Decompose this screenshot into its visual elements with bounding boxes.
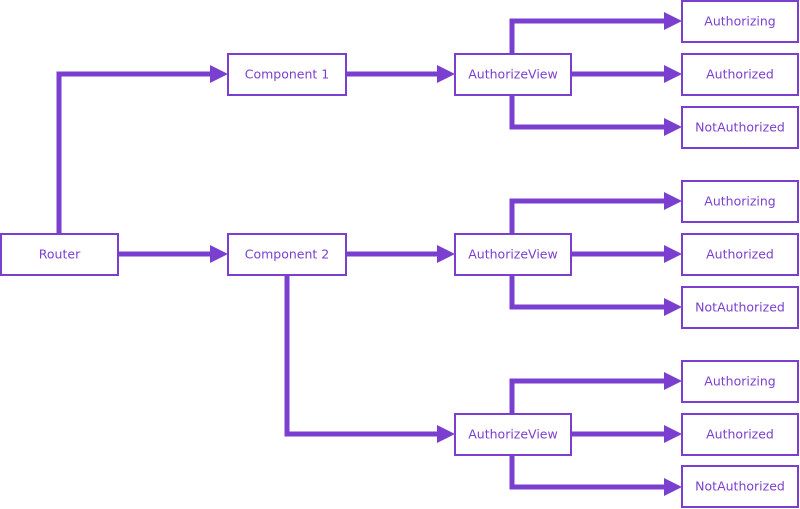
connector-router-to-component-1 — [56, 71, 212, 234]
connector-authorizeview-1-to-notauthorized — [509, 94, 666, 130]
node-authorizing-1: Authorizing — [681, 0, 799, 43]
node-router: Router — [0, 233, 119, 276]
node-component-2-label: Component 2 — [245, 247, 330, 262]
connectors — [56, 12, 682, 496]
arrow-head-icon — [664, 12, 682, 30]
arrow-head-icon — [664, 425, 682, 443]
node-authorized-1: Authorized — [681, 53, 799, 96]
node-authorizeview-1: AuthorizeView — [454, 53, 572, 96]
node-authorizing-1-label: Authorizing — [704, 14, 775, 29]
node-notauthorized-1: NotAuthorized — [681, 106, 799, 149]
node-authorized-2-label: Authorized — [706, 247, 774, 262]
node-authorizeview-1-label: AuthorizeView — [468, 67, 557, 82]
node-authorized-3-label: Authorized — [706, 427, 774, 442]
arrow-head-icon — [664, 478, 682, 496]
connector-component-2-to-authorizeview-3 — [284, 274, 439, 437]
connector-authorizeview-2-to-authorizing — [509, 198, 666, 234]
arrow-head-icon — [664, 245, 682, 263]
node-notauthorized-3: NotAuthorized — [681, 465, 799, 508]
connector-authorizeview-3-to-notauthorized — [509, 454, 666, 490]
node-router-label: Router — [39, 247, 81, 262]
arrow-head-icon — [437, 425, 455, 443]
node-authorizing-3: Authorizing — [681, 360, 799, 403]
node-authorizeview-2-label: AuthorizeView — [468, 247, 557, 262]
arrow-head-icon — [664, 372, 682, 390]
arrow-head-icon — [664, 192, 682, 210]
node-authorizing-3-label: Authorizing — [704, 374, 775, 389]
node-authorizeview-3-label: AuthorizeView — [468, 427, 557, 442]
node-notauthorized-3-label: NotAuthorized — [695, 479, 785, 494]
arrow-head-icon — [210, 65, 228, 83]
connector-authorizeview-2-to-notauthorized — [509, 274, 666, 310]
node-authorized-3: Authorized — [681, 413, 799, 456]
arrow-head-icon — [664, 298, 682, 316]
arrow-head-icon — [437, 245, 455, 263]
node-component-1: Component 1 — [227, 53, 347, 96]
arrow-head-icon — [210, 245, 228, 263]
node-component-2: Component 2 — [227, 233, 347, 276]
node-notauthorized-1-label: NotAuthorized — [695, 120, 785, 135]
node-notauthorized-2-label: NotAuthorized — [695, 300, 785, 315]
node-authorizing-2: Authorizing — [681, 180, 799, 223]
connector-authorizeview-3-to-authorizing — [509, 378, 666, 414]
node-notauthorized-2: NotAuthorized — [681, 286, 799, 329]
connector-authorizeview-1-to-authorizing — [509, 18, 666, 54]
arrow-head-icon — [664, 65, 682, 83]
node-authorized-1-label: Authorized — [706, 67, 774, 82]
arrow-head-icon — [437, 65, 455, 83]
node-authorized-2: Authorized — [681, 233, 799, 276]
arrow-head-icon — [664, 118, 682, 136]
node-authorizing-2-label: Authorizing — [704, 194, 775, 209]
node-authorizeview-3: AuthorizeView — [454, 413, 572, 456]
node-component-1-label: Component 1 — [245, 67, 330, 82]
node-authorizeview-2: AuthorizeView — [454, 233, 572, 276]
